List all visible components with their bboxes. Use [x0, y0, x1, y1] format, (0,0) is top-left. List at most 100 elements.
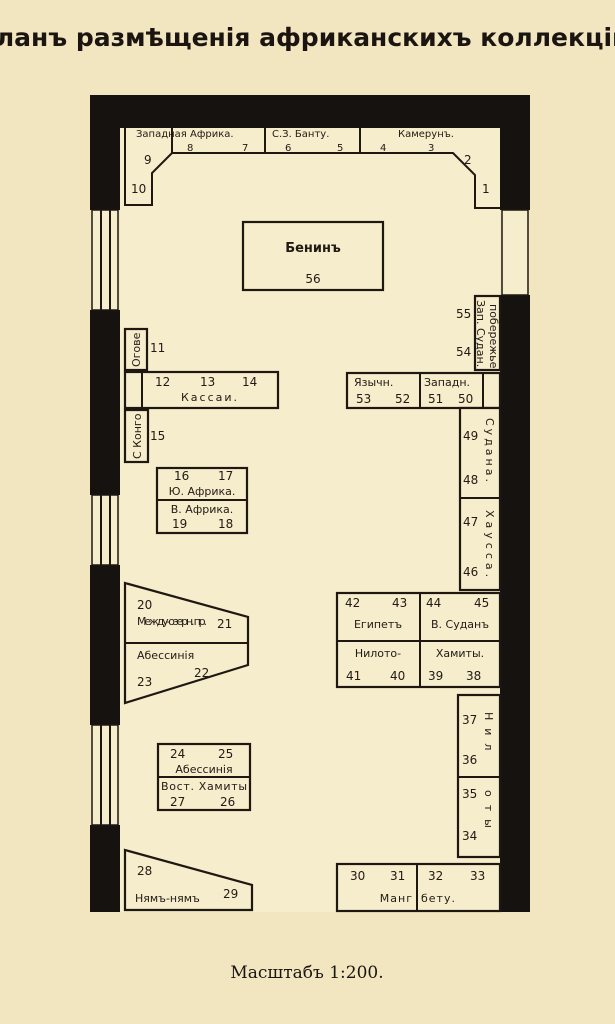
case-number: 6 [285, 143, 291, 154]
left-wall-segment [90, 565, 120, 725]
case-number: 24 [170, 747, 185, 761]
case-number: 9 [144, 153, 152, 167]
case-number: 25 [218, 747, 233, 761]
case-number: 53 [356, 392, 371, 406]
case-number: 34 [462, 829, 477, 843]
case-mangbetu: 30 31 32 33 Манг бету. [335, 862, 502, 913]
case-number: 1 [482, 182, 490, 196]
label-cameroon: Камерунъ. [398, 129, 454, 140]
label-west-africa: Западная Африка. [136, 129, 234, 140]
top-wall [90, 95, 530, 128]
label: Вост. Хамиты [161, 780, 247, 793]
top-cases: Западная Африка. С.З. Банту. Камерунъ. 1… [124, 128, 500, 209]
case-number: 54 [456, 345, 471, 359]
case-number: 41 [346, 669, 361, 683]
case-number: 27 [170, 795, 185, 809]
case-number: 33 [470, 869, 485, 883]
scale-label: Масштабъ 1:200. [230, 963, 383, 983]
case-number: 12 [155, 375, 170, 389]
case-number: 56 [305, 272, 320, 286]
label: Язычн. [354, 376, 393, 389]
case-kassai: 12 13 14 Кассаи. [123, 370, 280, 410]
label-nw-bantu: С.З. Банту. [272, 129, 329, 140]
label: С Конго [131, 413, 144, 459]
case-benin: Бенинъ 56 [241, 220, 385, 292]
case-number: 26 [220, 795, 235, 809]
window [91, 494, 119, 566]
label: Кассаи. [181, 391, 239, 404]
case-number: 5 [337, 143, 343, 154]
label: бету. [421, 892, 456, 905]
case-south-east-africa: 16 17 Ю. Африка. В. Африка. 19 18 [155, 466, 249, 535]
case-number: 43 [392, 596, 407, 610]
left-wall-segment [90, 95, 120, 210]
plan-title: Планъ размѣщенія африканскихъ коллекцій. [0, 23, 615, 52]
case-pagans-western: Язычн. 53 52 Западн. 51 50 [345, 371, 502, 410]
case-egypt-sudan: 42 43 44 45 Египетъ В. Суданъ Нилото- Ха… [335, 591, 502, 689]
case-number: 36 [462, 753, 477, 767]
case-nyam-nyam: 28 Нямъ-нямъ 29 [123, 848, 254, 912]
case-number: 23 [137, 675, 152, 689]
case-number: 49 [463, 429, 478, 443]
label: Нямъ-нямъ [135, 892, 200, 905]
label: В. Суданъ [431, 618, 489, 631]
case-number: 42 [345, 596, 360, 610]
case-number: 3 [428, 143, 434, 154]
label: Хаусса. [483, 510, 496, 581]
label: В. Африка. [171, 503, 233, 516]
case-number: 28 [137, 864, 152, 878]
window [91, 724, 119, 826]
case-number: 51 [428, 392, 443, 406]
right-wall-segment [500, 95, 530, 210]
label: Ю. Африка. [169, 485, 236, 498]
label: Бенинъ [285, 241, 341, 256]
label: Западн. [424, 376, 470, 389]
label: Огове [130, 332, 143, 367]
case-number: 22 [194, 666, 209, 680]
case-number: 18 [218, 517, 233, 531]
label: Манг [380, 892, 413, 905]
case-number: 50 [458, 392, 473, 406]
case-number: 29 [223, 887, 238, 901]
case-number: 4 [380, 143, 386, 154]
case-ogove: Огове 11 [123, 327, 165, 372]
label: Нилото- [355, 647, 401, 660]
label: Хамиты. [436, 647, 484, 660]
doorway [501, 209, 529, 296]
label: Египетъ [354, 618, 402, 631]
case-number: 46 [463, 565, 478, 579]
case-s-congo: С Конго 15 [123, 408, 165, 464]
case-number: 30 [350, 869, 365, 883]
label: Нил [482, 712, 495, 758]
left-wall-segment [90, 825, 120, 912]
case-west-sudan: Зап. Судан. побережье 55 54 [456, 294, 502, 372]
case-number: 15 [150, 429, 165, 443]
case-number: 16 [174, 469, 189, 483]
label: Абессинія [175, 763, 232, 776]
case-nilotes: Нил оты 37 36 35 34 [456, 693, 502, 859]
left-wall-segment [90, 310, 120, 495]
case-number: 55 [456, 307, 471, 321]
label: побережье [487, 304, 500, 369]
case-number: 13 [200, 375, 215, 389]
label: Между-озерн. пр. [137, 615, 207, 628]
case-abyssinia-east-hamites: 24 25 Абессинія Вост. Хамиты 27 26 [156, 742, 252, 812]
case-number: 44 [426, 596, 441, 610]
case-number: 20 [137, 598, 152, 612]
case-number: 7 [242, 143, 248, 154]
label: Судана. [483, 418, 496, 485]
case-number: 39 [428, 669, 443, 683]
case-number: 17 [218, 469, 233, 483]
case-number: 21 [217, 617, 232, 631]
case-number: 47 [463, 515, 478, 529]
case-number: 14 [242, 375, 257, 389]
case-number: 37 [462, 713, 477, 727]
case-number: 35 [462, 787, 477, 801]
case-number: 38 [466, 669, 481, 683]
case-number: 10 [131, 182, 146, 196]
case-number: 52 [395, 392, 410, 406]
case-number: 8 [187, 143, 193, 154]
case-number: 45 [474, 596, 489, 610]
case-interlake-abyssinia: 20 Между-озерн. пр. 21 Абессинія 23 22 [123, 581, 250, 705]
